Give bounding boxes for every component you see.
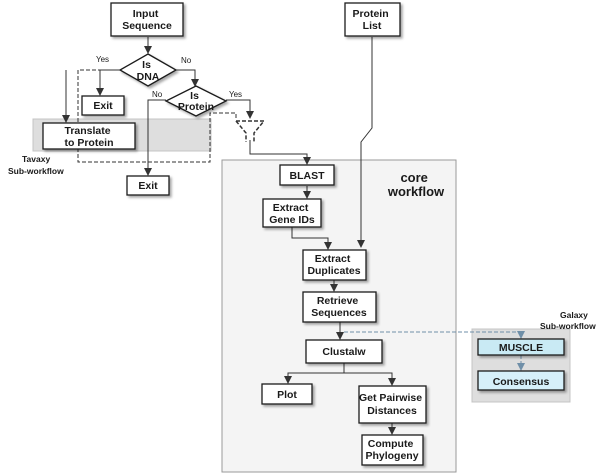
muscle-label: MUSCLE: [499, 342, 543, 354]
extract-duplicates-label-2: Duplicates: [307, 265, 360, 277]
edge-merge-to-blast: [249, 140, 311, 165]
edge-geneids-to-duplicates: [291, 227, 332, 250]
edge-isdna-to-tavaxy-dashed: [77, 69, 237, 163]
extract-gene-ids-label-2: Gene IDs: [269, 214, 315, 226]
exit-box-1: [81, 95, 125, 116]
edge-isdna-no-to-isprotein: [176, 69, 199, 87]
consensus-box: [477, 370, 565, 391]
protein-no-label: No: [152, 90, 163, 99]
edge-isprotein-yes-to-merge: [226, 99, 254, 119]
edge-isdna-yes-to-exit: [96, 69, 120, 96]
extract-duplicates-label-1: Extract: [315, 253, 351, 265]
extract-gene-ids-label-1: Extract: [273, 202, 309, 214]
input-sequence-label-2: Sequence: [122, 20, 172, 32]
svg-text:Is DNA: Is DNA: [137, 59, 160, 83]
get-pairwise-label-2: Distances: [367, 405, 417, 417]
is-protein-label-2: Protein: [178, 101, 214, 113]
input-sequence-box: [110, 2, 184, 37]
svg-text:Get Pairwise Distances: Get Pairwise Distances: [359, 392, 425, 417]
protein-list-label-1: Protein: [352, 8, 388, 20]
exit-box-2: [126, 175, 170, 196]
svg-text:Retrieve Sequences: Retrieve Sequences: [311, 295, 367, 319]
retrieve-sequences-label-1: Retrieve: [317, 295, 359, 307]
extract-gene-ids-box: [262, 198, 322, 228]
tavaxy-subworkflow-label: Tavaxy Sub-workflow: [8, 154, 64, 176]
core-workflow-label: core workflow: [387, 170, 445, 199]
protein-yes-label: Yes: [229, 90, 242, 99]
get-pairwise-label-1: Get Pairwise: [359, 392, 422, 404]
compute-phylogeny-label-2: Phylogeny: [365, 450, 418, 462]
edge-isprotein-no-to-exit: [144, 99, 166, 176]
translate-label-2: to Protein: [65, 137, 114, 149]
merge-funnel: [235, 120, 266, 142]
clustalw-label: Clustalw: [322, 346, 366, 358]
edge-clustalw-to-pairwise: [344, 372, 396, 386]
compute-phylogeny-label-1: Compute: [368, 438, 414, 450]
protein-list-label-2: List: [363, 20, 382, 32]
translate-label-1: Translate: [64, 125, 110, 137]
svg-text:Input Sequence: Input Sequence: [122, 8, 172, 32]
get-pairwise-distances-box: [358, 385, 427, 424]
consensus-label: Consensus: [493, 376, 550, 388]
clustalw-box: [305, 339, 383, 364]
retrieve-sequences-box: [302, 291, 377, 323]
translate-box: [42, 122, 136, 150]
is-protein-decision: [164, 85, 228, 117]
input-sequence-label-1: Input: [133, 8, 159, 20]
exit-label-1: Exit: [93, 100, 113, 112]
svg-text:Extract Duplicates: Extract Duplicates: [307, 253, 360, 277]
is-dna-decision: [118, 53, 178, 87]
is-dna-label-1: Is: [142, 59, 151, 71]
plot-label: Plot: [277, 389, 297, 401]
svg-text:Is Protein: Is Protein: [178, 90, 214, 113]
extract-duplicates-box: [302, 249, 367, 281]
svg-text:Compute Phylogeny: Compute Phylogeny: [365, 438, 418, 462]
edge-proteinlist-to-duplicates: [357, 37, 373, 248]
blast-box: [279, 164, 335, 186]
compute-phylogeny-box: [361, 434, 424, 466]
svg-text:Protein List: Protein List: [352, 8, 391, 32]
blast-label: BLAST: [290, 170, 326, 182]
is-dna-label-2: DNA: [137, 71, 160, 83]
galaxy-subworkflow-label: Galaxy Sub-workflow: [540, 310, 596, 331]
dna-no-label: No: [181, 56, 192, 65]
svg-text:Extract Gene IDs: Extract Gene IDs: [269, 202, 315, 226]
edge-clustalw-to-muscle-dashed: [344, 331, 525, 339]
dna-yes-label: Yes: [96, 55, 109, 64]
is-protein-label-1: Is: [190, 90, 199, 102]
plot-box: [261, 383, 313, 405]
exit-label-2: Exit: [138, 180, 158, 192]
retrieve-sequences-label-2: Sequences: [311, 307, 367, 319]
edge-clustalw-split: [284, 363, 345, 384]
svg-text:Translate to Protein: Translate to Protein: [64, 125, 113, 149]
muscle-box: [477, 338, 565, 356]
protein-list-box: [344, 2, 401, 37]
